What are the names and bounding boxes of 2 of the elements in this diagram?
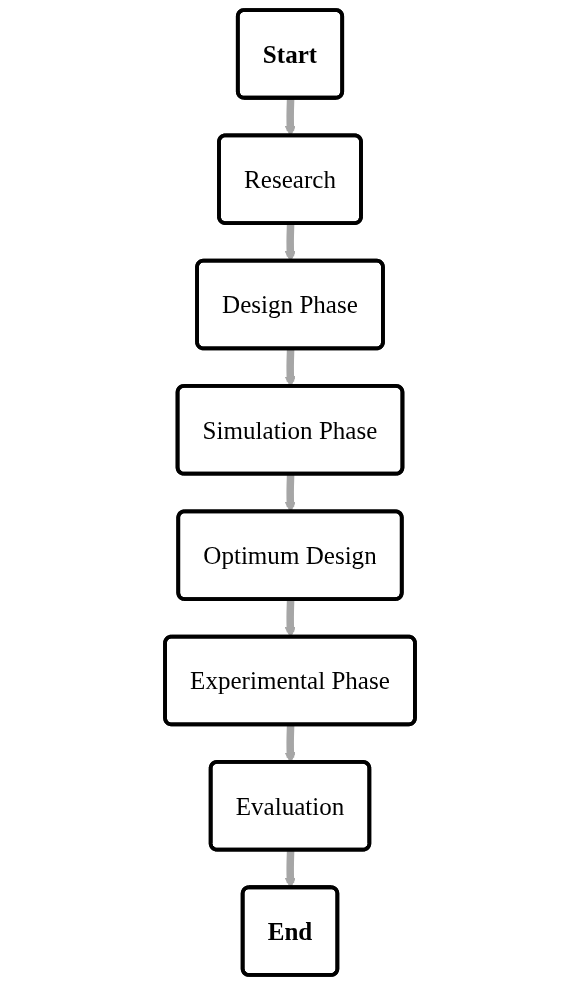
arrow: [284, 222, 296, 262]
arrow: [284, 598, 296, 638]
